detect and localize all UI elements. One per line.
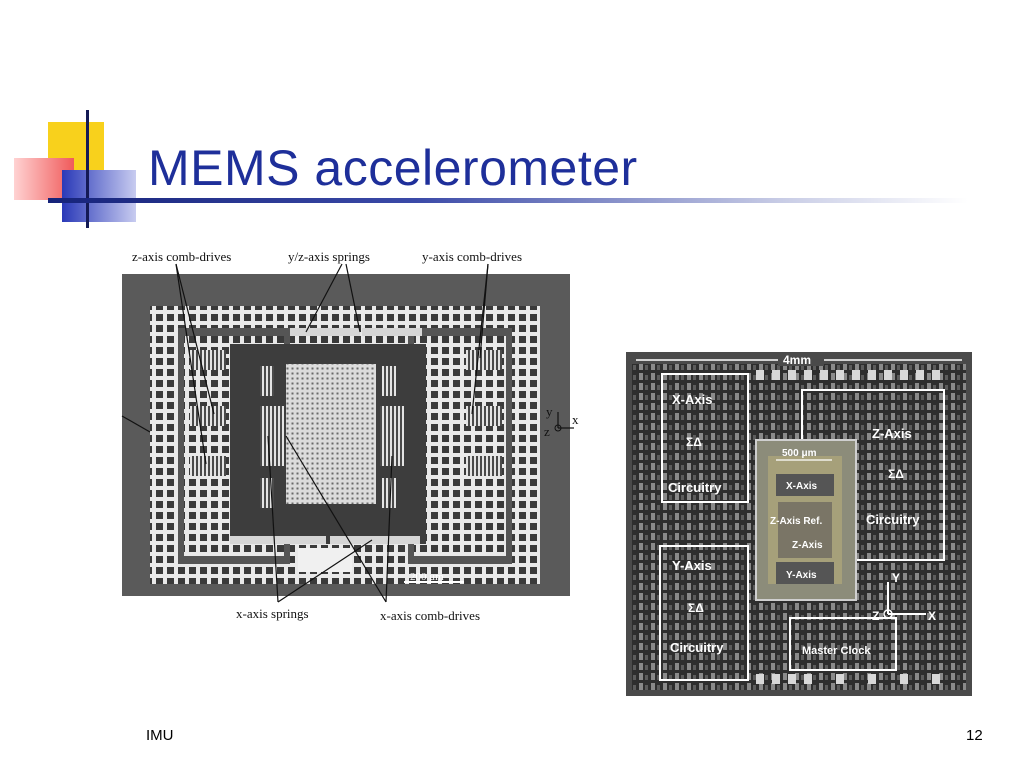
deco-blue-square bbox=[62, 170, 136, 222]
center-y-axis-label: Y-Axis bbox=[786, 570, 817, 581]
x-axis-label: X-Axis bbox=[672, 392, 712, 407]
deco-vertical-line bbox=[86, 110, 89, 228]
slide-title: MEMS accelerometer bbox=[148, 140, 638, 196]
master-clock-label: Master Clock bbox=[802, 645, 871, 657]
axis-x-label: x bbox=[572, 412, 579, 427]
footer-label: IMU bbox=[146, 727, 174, 744]
scale-500um: 500 μm bbox=[782, 448, 817, 459]
center-z-axis-ref-label: Z-Axis Ref. bbox=[770, 516, 822, 527]
z-axis-label: Z-Axis bbox=[872, 426, 912, 441]
chip-width-label: 4mm bbox=[783, 353, 811, 367]
circuitry-tl-label: Circuitry bbox=[668, 480, 722, 495]
label-y-axis-comb-drives: y-axis comb-drives bbox=[422, 249, 522, 264]
center-z-axis-label: Z-Axis bbox=[792, 540, 823, 551]
y-axis-label: Y-Axis bbox=[672, 558, 712, 573]
chip-axis-indicator: Y Z X bbox=[872, 571, 936, 623]
center-x-axis-label: X-Axis bbox=[786, 481, 818, 492]
chip-axis-z: Z bbox=[872, 609, 879, 623]
axis-indicator: y z x bbox=[544, 404, 579, 439]
axis-z-label: z bbox=[544, 424, 550, 439]
axis-y-label: y bbox=[546, 404, 553, 419]
scale-200um: 200 μm bbox=[410, 571, 444, 583]
chip-layout-figure: 4mm 500 μm X-Axis Z-Axis Ref. Z-Axis Y-A… bbox=[626, 352, 972, 696]
sigma-delta-bl: ΣΔ bbox=[688, 601, 704, 615]
sigma-delta-tl: ΣΔ bbox=[686, 435, 702, 449]
label-yz-axis-springs: y/z-axis springs bbox=[288, 249, 370, 264]
chip-axis-x: X bbox=[928, 609, 936, 623]
sigma-delta-tr: ΣΔ bbox=[888, 467, 904, 481]
mems-structure-figure: 200 μm z-axis comb-drives y/z-axis sprin… bbox=[110, 246, 582, 626]
label-z-axis-comb-drives: z-axis comb-drives bbox=[132, 249, 231, 264]
label-x-axis-comb-drives: x-axis comb-drives bbox=[380, 608, 480, 623]
circuitry-tr-label: Circuitry bbox=[866, 512, 920, 527]
chip-axis-y: Y bbox=[892, 571, 900, 585]
label-x-axis-springs: x-axis springs bbox=[236, 606, 309, 621]
circuitry-bl-label: Circuitry bbox=[670, 640, 724, 655]
page-number: 12 bbox=[966, 727, 983, 744]
title-underline bbox=[48, 198, 968, 203]
